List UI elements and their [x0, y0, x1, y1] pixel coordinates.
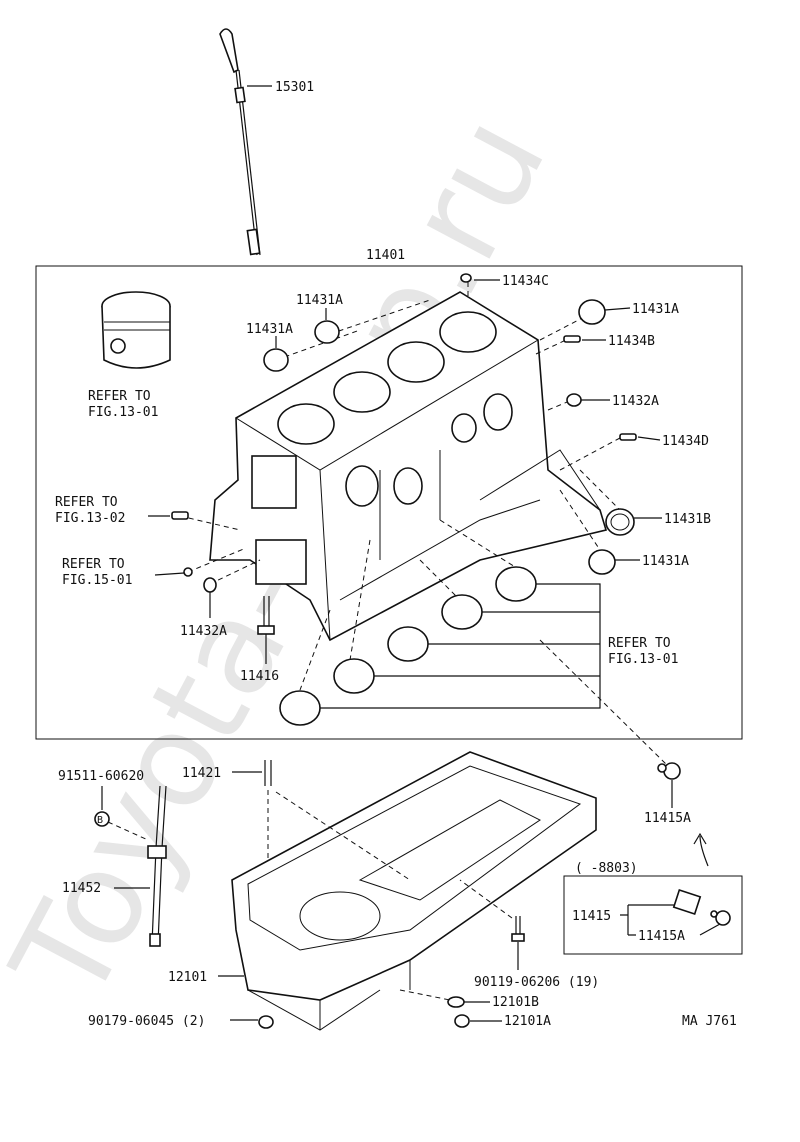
bearing-ref-line1: REFER TO [608, 636, 671, 651]
core-plug-11431b [605, 508, 635, 536]
plug-11432a-left [203, 577, 217, 593]
stud-11421 [264, 760, 272, 786]
label-91511-60620: 91511-60620 [58, 769, 144, 784]
label-11434d: 11434D [662, 434, 709, 449]
core-plug-11431a [263, 299, 616, 575]
bolt-90119 [511, 916, 525, 942]
label-11434b: 11434B [608, 334, 655, 349]
gasket-12101b [447, 996, 465, 1008]
label-11416: 11416 [240, 669, 279, 684]
label-90179-06045: 90179-06045 (2) [88, 1014, 205, 1029]
crank-bearings [279, 566, 537, 726]
ref-1302-line1: REFER TO [55, 495, 118, 510]
arrow-up-icon [699, 835, 709, 867]
drain-plug-11415a [657, 762, 681, 780]
label-12101a: 12101A [504, 1014, 551, 1029]
bolt-b-marker: B [97, 815, 103, 826]
label-11431b: 11431B [664, 512, 711, 527]
inset-box [563, 875, 743, 955]
label-11421: 11421 [182, 766, 221, 781]
label-90119-06206: 90119-06206 (19) [474, 975, 599, 990]
pin-11434b [563, 335, 581, 343]
plug-11432a-right [566, 393, 582, 407]
label-12101: 12101 [168, 970, 207, 985]
drain-plug-90179 [258, 1015, 274, 1029]
inset-range: ( -8803) [575, 861, 638, 876]
cylinder-block [209, 291, 608, 642]
stud-ref-15-01 [183, 567, 193, 577]
ref-1501-line2: FIG.15-01 [62, 573, 132, 588]
oil-level-gauge-guide [147, 785, 167, 947]
bolt-b-icon [94, 811, 110, 827]
label-11431a-4: 11431A [642, 554, 689, 569]
label-11452: 11452 [62, 881, 101, 896]
label-12101b: 12101B [492, 995, 539, 1010]
label-11431a-2: 11431A [246, 322, 293, 337]
cylinder-block-frame [35, 265, 743, 740]
ref-1302-line2: FIG.13-02 [55, 511, 125, 526]
piston-ref-line2: FIG.13-01 [88, 405, 158, 420]
label-15301: 15301 [275, 80, 314, 95]
oil-dipstick [219, 28, 261, 256]
label-11434c: 11434C [502, 274, 549, 289]
ref-1501-line1: REFER TO [62, 557, 125, 572]
drain-plug-11415-inset [672, 889, 731, 926]
label-11401: 11401 [366, 248, 405, 263]
label-11432a-left: 11432A [180, 624, 227, 639]
label-11431a-3: 11431A [632, 302, 679, 317]
piston-ref-line1: REFER TO [88, 389, 151, 404]
stud-ref-13-02 [171, 511, 189, 520]
plug-12101a [454, 1014, 470, 1028]
bearing-ref-line2: FIG.13-01 [608, 652, 678, 667]
oil-pan [231, 751, 597, 1031]
label-11415a-top: 11415A [644, 811, 691, 826]
label-11432a-right: 11432A [612, 394, 659, 409]
diagram-code: MA J761 [682, 1014, 737, 1029]
plug-11434c [460, 273, 472, 283]
piston-illustration [101, 291, 171, 369]
label-11415: 11415 [572, 909, 611, 924]
label-11431a-1: 11431A [296, 293, 343, 308]
pin-11434d [619, 433, 637, 441]
label-11415a-inset: 11415A [638, 929, 685, 944]
